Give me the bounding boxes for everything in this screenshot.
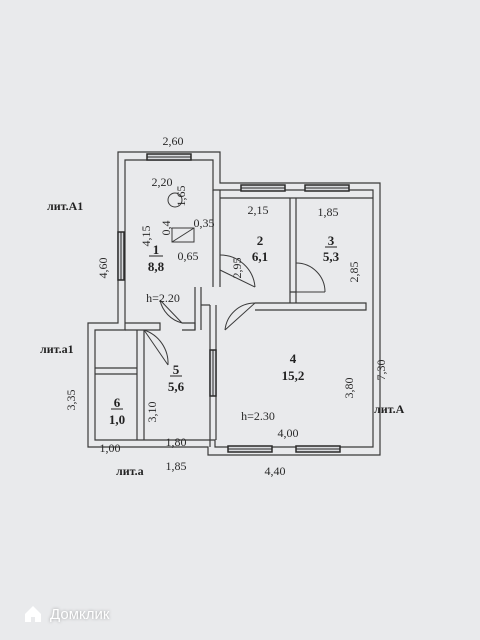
dim-r2-295: 2,95: [230, 258, 244, 279]
brand-name: Домклик: [50, 605, 110, 623]
walls: [87, 151, 381, 456]
dim-r1-065: 0,65: [178, 249, 199, 263]
door-r1-bottom: [159, 299, 183, 324]
wall-r6-top: [95, 367, 137, 375]
dim-r1-04: 0,4: [159, 221, 173, 236]
stove-box: [171, 227, 195, 243]
doors: [143, 254, 326, 366]
stove-diag: [171, 227, 195, 243]
dim-right-730: 7,30: [374, 360, 388, 381]
outer-wall-inner: [94, 159, 374, 448]
door-r2: [219, 254, 256, 288]
dim-r2-215: 2,15: [248, 203, 269, 217]
dim-r1-035: 0,35: [194, 216, 215, 230]
outer-wall: [87, 151, 381, 456]
height-r1: h=2.20: [146, 291, 180, 305]
wall-r5-left: [136, 330, 145, 440]
dim-bottom-185: 1,85: [166, 459, 187, 473]
wall-r2-r3: [289, 198, 297, 292]
label-lit-a1-small: лит.а1: [40, 342, 74, 356]
wall-above-r4: [255, 302, 367, 311]
dim-r6-100: 1,00: [100, 441, 121, 455]
dim-left-335: 3,35: [64, 390, 78, 411]
wall-r1-right: [212, 190, 221, 287]
dim-r1-415: 4,15: [139, 226, 153, 247]
room-2-number: 2: [257, 233, 264, 248]
dim-r5-180: 1,80: [166, 435, 187, 449]
house-logo-icon: [25, 606, 41, 622]
dim-r1-220: 2,20: [152, 175, 173, 189]
room-5-number: 5: [173, 362, 180, 377]
dim-r4-400: 4,00: [278, 426, 299, 440]
room-3-number: 3: [328, 233, 335, 248]
dim-top-260: 2,60: [163, 134, 184, 148]
room-6-number: 6: [114, 395, 121, 410]
room-5-area: 5,6: [168, 379, 185, 394]
room-2-area: 6,1: [252, 249, 268, 264]
dim-r5-310: 3,10: [145, 402, 159, 423]
label-lit-a: лит.а: [116, 464, 144, 478]
dim-r3-285: 2,85: [347, 262, 361, 283]
dim-bottom-440: 4,40: [265, 464, 286, 478]
brand-watermark: Домклик: [22, 603, 109, 625]
room-1-number: 1: [153, 242, 160, 257]
dim-left-460: 4,60: [96, 258, 110, 279]
room-1-area: 8,8: [148, 259, 165, 274]
stove-circle: [167, 192, 183, 208]
room-6-area: 1,0: [109, 412, 125, 427]
height-r4: h=2.30: [241, 409, 275, 423]
label-lit-a1: лит.А1: [47, 199, 83, 213]
wall-r1-bottom-right: [182, 322, 196, 331]
wall-r1-bottom-left: [125, 322, 161, 331]
door-r5: [143, 329, 169, 366]
wall-corridor: [194, 287, 202, 330]
wall-stub-r3: [289, 291, 297, 303]
window-mids: [120, 156, 349, 450]
door-r3: [295, 262, 326, 293]
dim-r1-165: 1,65: [174, 186, 188, 207]
room-4-number: 4: [290, 351, 297, 366]
dim-r4-380: 3,80: [342, 378, 356, 399]
door-r4: [224, 302, 256, 331]
room-4-area: 15,2: [282, 368, 305, 383]
label-lit-A: лит.А: [374, 402, 405, 416]
dim-r3-185: 1,85: [318, 205, 339, 219]
room-3-area: 5,3: [323, 249, 340, 264]
